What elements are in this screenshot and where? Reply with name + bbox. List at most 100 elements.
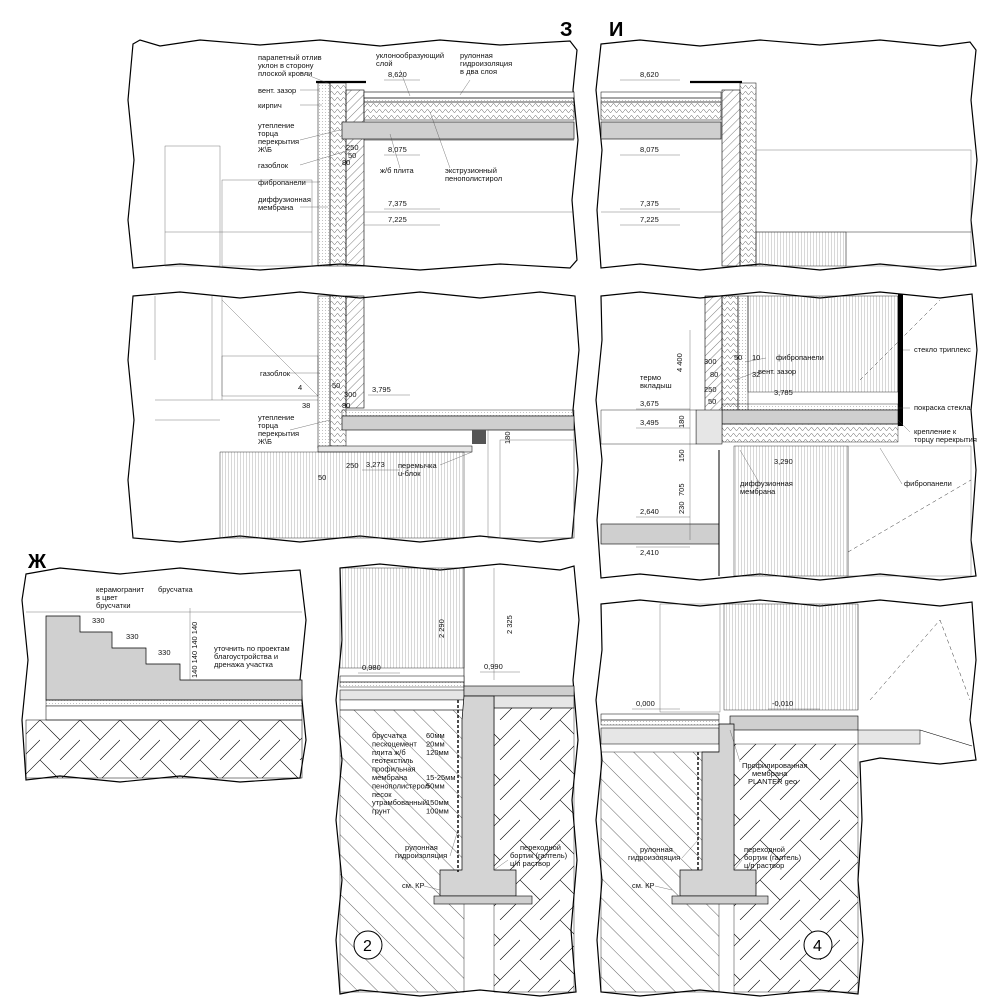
dim-2325: 2 325 xyxy=(505,615,514,634)
elev-0990: 0,990 xyxy=(484,662,503,671)
label-ceramic-1: керамогранит xyxy=(96,585,145,594)
label-ceramic-3: брусчатки xyxy=(96,601,131,610)
label-flat-roof: плоской кровли xyxy=(258,69,312,78)
label-parapet: парапетный отлив xyxy=(258,53,322,62)
label-fix-2: торцу перекрытия xyxy=(914,435,977,444)
dim-tread-1: 330 xyxy=(92,616,105,625)
label-insulation-1: утепление xyxy=(258,121,294,130)
dim-180: 180 xyxy=(503,431,512,444)
label-diffusion-b1: диффузионная xyxy=(740,479,793,488)
label-profiled-2: мембрана xyxy=(752,769,788,778)
label-transition-b1: переходной xyxy=(744,845,785,854)
label-transition-1: переходной xyxy=(520,843,561,852)
elev-0980: 0,980 xyxy=(362,663,381,672)
panel-stairs-zh: керамогранит в цвет брусчатки брусчатка … xyxy=(21,567,307,783)
label-vent-gap: вент. зазор xyxy=(258,86,296,95)
dim-tread-2: 330 xyxy=(126,632,139,641)
panel-floor-section-i: 3,675 3,495 3,785 3,290 2,640 2,410 4 40… xyxy=(595,291,978,581)
label-insulation-4: Ж\Б xyxy=(258,145,272,154)
label-insulation-b4: Ж\Б xyxy=(258,437,272,446)
label-profiled-3: PLANTER geo xyxy=(748,777,797,786)
elev-3273: 3,273 xyxy=(366,460,385,469)
label-see-kr: см. КР xyxy=(402,881,424,890)
layer-name: утрамбованный xyxy=(372,798,427,807)
label-insulation-b1: утепление xyxy=(258,413,294,422)
label-insulation-b2: торца xyxy=(258,421,279,430)
dim-250: 250 xyxy=(346,461,359,470)
layer-name: мембрана xyxy=(372,773,408,782)
elev-0000: 0,000 xyxy=(636,699,655,708)
section-letter-z: З xyxy=(560,19,573,41)
label-brick: кирпич xyxy=(258,101,282,110)
label-diffusion-b2: мембрана xyxy=(740,487,776,496)
dim-38: 38 xyxy=(302,401,310,410)
dim-50-d: 50 xyxy=(708,397,716,406)
label-fibro-c: фибропанели xyxy=(904,479,952,488)
dim-2290: 2 290 xyxy=(437,619,446,638)
label-diffusion-1: диффузионная xyxy=(258,195,311,204)
elev-2410: 2,410 xyxy=(640,548,659,557)
label-roll-b2: гидроизоляция xyxy=(395,851,447,860)
elev-7225: 7,225 xyxy=(388,215,407,224)
layer-name: пенополистерол xyxy=(372,781,429,790)
label-gasblock: газоблок xyxy=(258,161,289,170)
dim-230: 230 xyxy=(677,501,686,514)
elev-7375: 7,375 xyxy=(388,199,407,208)
elev-minus-0010: -0,010 xyxy=(772,699,793,708)
label-note-3: дренажа участка xyxy=(214,660,274,669)
label-roll-2: гидроизоляция xyxy=(460,59,512,68)
label-fibro-b: фибропанели xyxy=(776,353,824,362)
elev-3675: 3,675 xyxy=(640,399,659,408)
layer-name: пескоцемент xyxy=(372,739,417,748)
layer-name: песок xyxy=(372,790,392,799)
dim-4: 4 xyxy=(298,383,302,392)
elev-8620: 8,620 xyxy=(388,70,407,79)
label-profiled-1: Профилированная xyxy=(742,761,808,770)
dim-10: 10 xyxy=(752,353,760,362)
layer-name: профильная xyxy=(372,765,415,774)
panel-roof-section-z: 8,620 8,075 7,375 7,225 250 50 80 парапе… xyxy=(127,39,579,271)
label-insulation-3: перекрытия xyxy=(258,137,299,146)
section-letter-zh: Ж xyxy=(27,551,47,573)
dim-300: 300 xyxy=(344,390,357,399)
dim-250-b: 250 xyxy=(704,385,717,394)
layer-name: плита ж/б xyxy=(372,748,406,757)
layer-name: грунт xyxy=(372,807,391,816)
elev-3795: 3,795 xyxy=(372,385,391,394)
label-vent-gap-b: вент. зазор xyxy=(758,367,796,376)
label-fibro: фибропанели xyxy=(258,178,306,187)
layer-thickness: 20мм xyxy=(426,739,445,748)
detail-number-2: 2 xyxy=(363,938,372,955)
label-gasblock-b: газоблок xyxy=(260,369,291,378)
layer-name: геотекстиль xyxy=(372,756,413,765)
label-transition-b2: бортик (галтель) xyxy=(744,853,802,862)
elev-7375-b: 7,375 xyxy=(640,199,659,208)
label-paving: брусчатка xyxy=(158,585,194,594)
label-rc-slab: ж/б плита xyxy=(380,166,414,175)
elev-3785: 3,785 xyxy=(774,388,793,397)
label-lintel-1: перемычка xyxy=(398,461,437,470)
dim-80: 80 xyxy=(342,158,350,167)
label-diffusion-2: мембрана xyxy=(258,203,294,212)
elev-8620-b: 8,620 xyxy=(640,70,659,79)
layer-thickness: 150мм xyxy=(426,798,449,807)
label-roll-c1: рулонная xyxy=(640,845,673,854)
layer-thickness: 50мм xyxy=(426,781,445,790)
dim-tread-3: 330 xyxy=(158,648,171,657)
label-lintel-2: u-блок xyxy=(398,469,421,478)
label-roll-b1: рулонная xyxy=(405,843,438,852)
dim-50: 50 xyxy=(348,151,356,160)
label-roll-3: в два слоя xyxy=(460,67,497,76)
dim-50-a: 50 xyxy=(332,381,340,390)
label-slope-layer-2: слой xyxy=(376,59,393,68)
label-triplex: стекло триплекс xyxy=(914,345,971,354)
elev-8075: 8,075 xyxy=(388,145,407,154)
label-xps-1: экструзионный xyxy=(445,166,497,175)
panel-foundation-4: 4 0,000 -0,010 Профилированная мембрана … xyxy=(595,599,977,997)
label-see-kr-b: см. КР xyxy=(632,881,654,890)
dim-705: 705 xyxy=(677,483,686,496)
dim-50-b: 50 xyxy=(318,473,326,482)
